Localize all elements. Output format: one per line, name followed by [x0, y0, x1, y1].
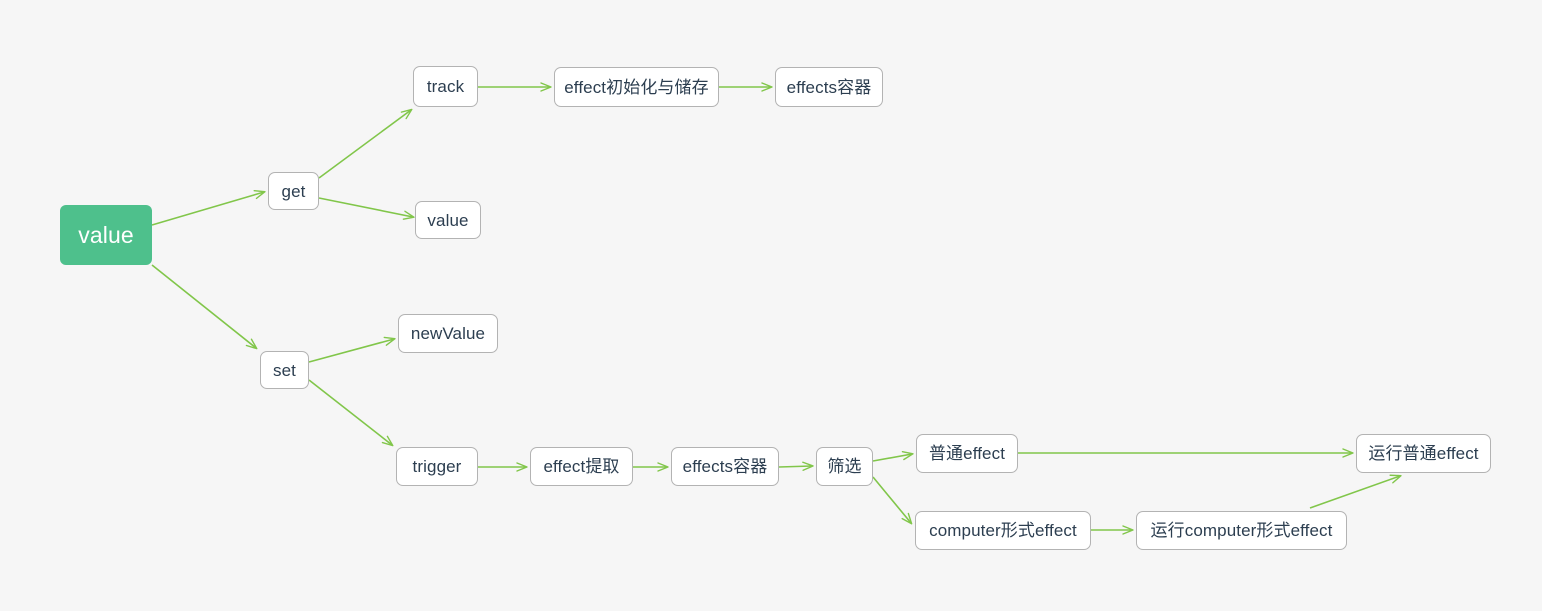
- edge-filter-to-normal_effect: [872, 450, 914, 462]
- node-effect_pick[interactable]: effect提取: [530, 447, 633, 486]
- node-label: value: [427, 210, 469, 230]
- node-run_normal_effect[interactable]: 运行普通effect: [1356, 434, 1491, 473]
- edge-value_root-to-get: [151, 190, 266, 226]
- edge-set-to-newValue: [308, 336, 396, 363]
- node-label: effects容器: [682, 457, 768, 476]
- edge-value_root-to-set: [151, 264, 258, 350]
- node-label: effect初始化与储存: [564, 77, 709, 97]
- node-value_root[interactable]: value: [60, 205, 152, 265]
- edge-effects_box2-to-filter: [778, 461, 814, 471]
- node-computer_effect[interactable]: computer形式effect: [915, 511, 1091, 550]
- node-newValue[interactable]: newValue: [398, 314, 498, 353]
- node-effects_box1[interactable]: effects容器: [775, 67, 883, 107]
- edge-set-to-trigger: [308, 379, 394, 447]
- edge-get-to-value_leaf: [318, 197, 415, 220]
- node-value_leaf[interactable]: value: [415, 201, 481, 239]
- node-label: 筛选: [827, 457, 862, 476]
- node-label: 普通effect: [928, 444, 1006, 463]
- node-label: effects容器: [786, 77, 872, 97]
- node-effects_box2[interactable]: effects容器: [671, 447, 779, 486]
- node-effect_init[interactable]: effect初始化与储存: [554, 67, 719, 107]
- node-get[interactable]: get: [268, 172, 319, 210]
- node-label: 运行普通effect: [1368, 444, 1479, 463]
- edge-filter-to-computer_effect: [872, 476, 913, 525]
- node-label: effect提取: [543, 457, 620, 476]
- node-set[interactable]: set: [260, 351, 309, 389]
- node-label: newValue: [410, 324, 486, 343]
- node-label: computer形式effect: [929, 521, 1077, 540]
- node-label: set: [273, 360, 296, 380]
- node-track[interactable]: track: [413, 66, 478, 107]
- edge-get-to-track: [318, 108, 413, 179]
- node-label: value: [78, 221, 134, 248]
- node-label: trigger: [412, 457, 462, 476]
- node-trigger[interactable]: trigger: [396, 447, 478, 486]
- node-normal_effect[interactable]: 普通effect: [916, 434, 1018, 473]
- node-label: 运行computer形式effect: [1150, 521, 1333, 540]
- edge-run_computer_effect-to-run_normal_effect: [1309, 474, 1402, 509]
- node-label: get: [281, 181, 306, 201]
- node-label: track: [426, 77, 465, 96]
- node-filter[interactable]: 筛选: [816, 447, 873, 486]
- node-run_computer_effect[interactable]: 运行computer形式effect: [1136, 511, 1347, 550]
